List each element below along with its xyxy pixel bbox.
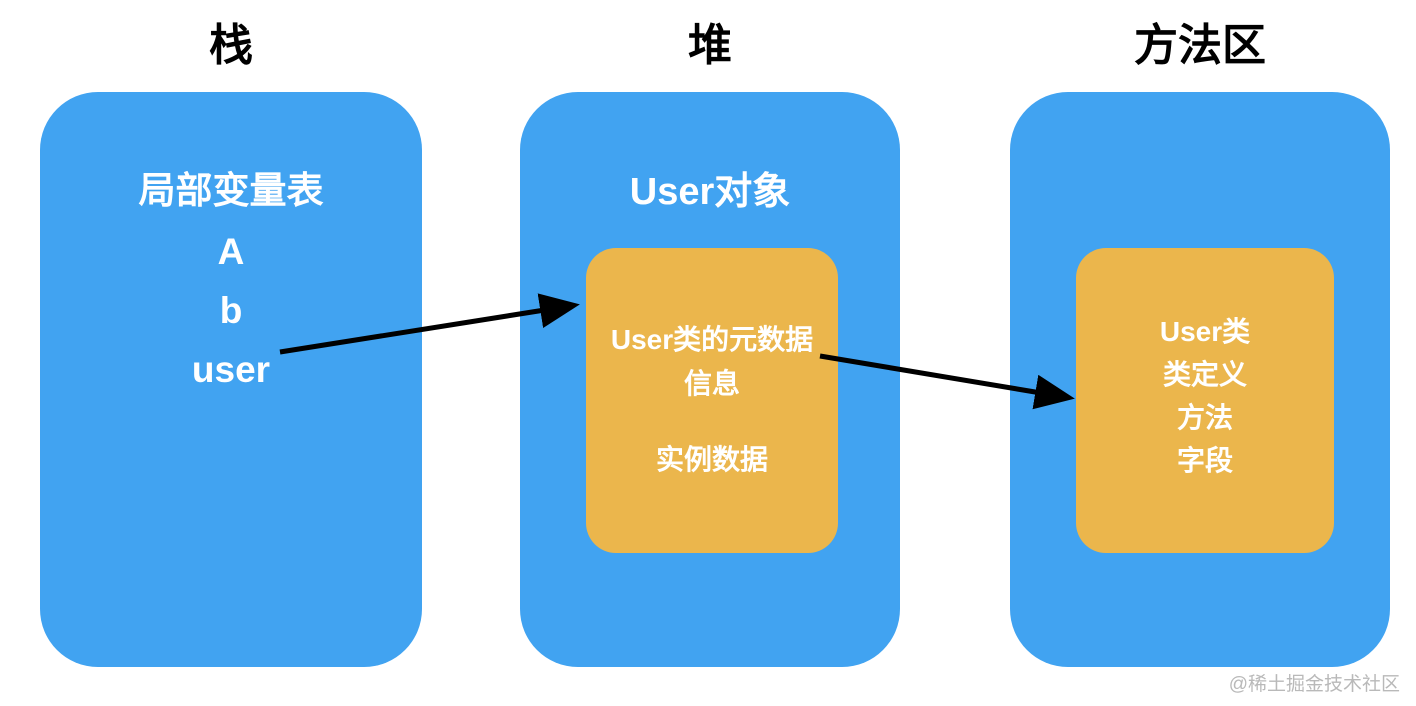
- stack-region: 局部变量表 A b user: [40, 92, 422, 667]
- method-area-class-box: User类 类定义 方法 字段: [1076, 248, 1334, 553]
- heap-box-instance-data: 实例数据: [655, 444, 768, 475]
- heap-title: 堆: [688, 21, 732, 70]
- heap-object-title: User对象: [629, 171, 791, 213]
- heap-box-metadata-line1: User类的元数据: [610, 324, 814, 355]
- heap-region: User对象 User类的元数据 信息 实例数据: [520, 92, 900, 667]
- stack-item-a: A: [217, 231, 245, 272]
- stack-variable-list: 局部变量表 A b user: [40, 160, 422, 391]
- method-box-methods: 方法: [1176, 402, 1233, 433]
- heap-user-object-box: User类的元数据 信息 实例数据: [586, 248, 838, 553]
- method-box-class-definition: 类定义: [1162, 359, 1247, 390]
- method-box-user-class: User类: [1159, 316, 1251, 347]
- stack-item-b: b: [219, 290, 243, 331]
- heap-box-metadata-line2: 信息: [683, 368, 740, 399]
- method-box-fields: 字段: [1176, 445, 1233, 476]
- heap-box-spacer: [586, 406, 838, 438]
- stack-item-local-variable-table: 局部变量表: [138, 170, 324, 211]
- method-area-title: 方法区: [1134, 21, 1266, 70]
- method-area-region: User类 类定义 方法 字段: [1010, 92, 1390, 667]
- stack-item-user: user: [191, 349, 271, 390]
- watermark: @稀土掘金技术社区: [1228, 674, 1400, 695]
- stack-title: 栈: [209, 21, 253, 70]
